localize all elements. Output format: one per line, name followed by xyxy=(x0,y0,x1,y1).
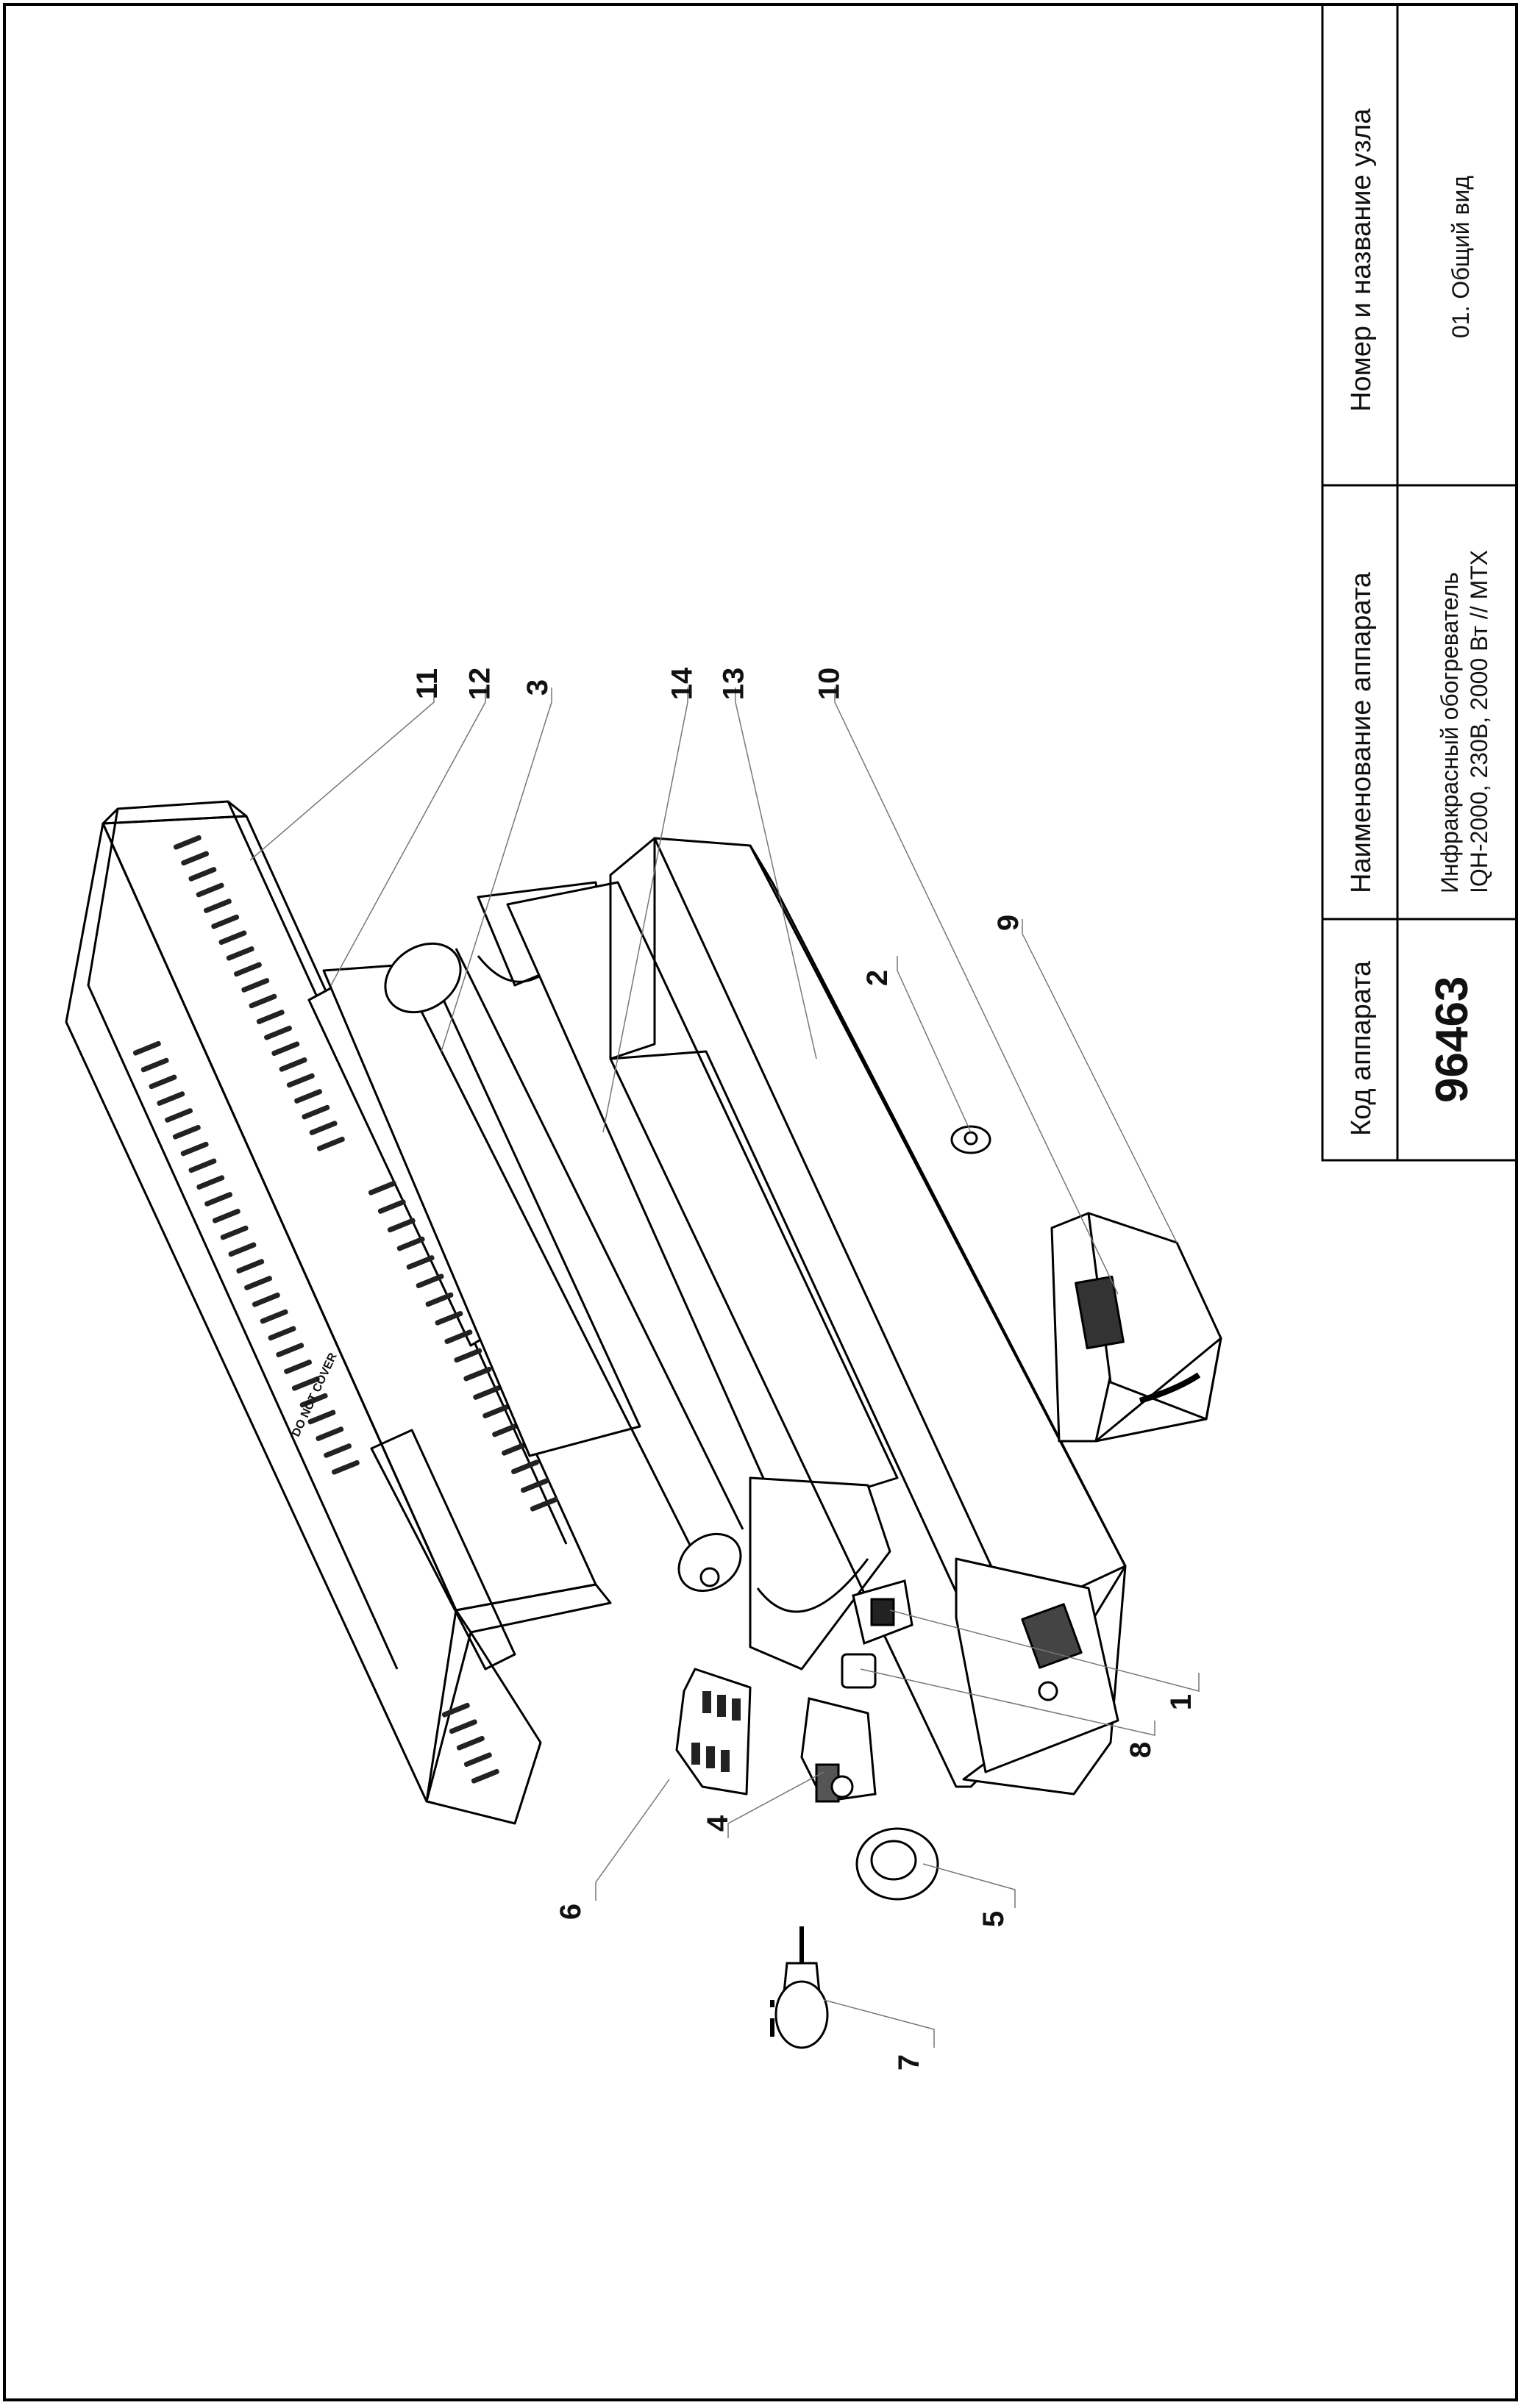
title-block-frame xyxy=(1321,3,1518,1162)
knob-part xyxy=(855,1827,939,1901)
end-cap-part xyxy=(1050,1212,1222,1443)
code-header: Код аппарата xyxy=(1346,960,1377,1136)
callout-5: 5 xyxy=(977,1910,1011,1928)
callout-12: 12 xyxy=(463,667,496,701)
callout-11: 11 xyxy=(411,668,444,700)
callout-13: 13 xyxy=(717,667,750,701)
callout-8: 8 xyxy=(1125,1741,1158,1759)
device-code: 96463 xyxy=(1427,976,1478,1103)
device-name-line1: Инфракрасный обогреватель xyxy=(1436,572,1463,893)
callout-3: 3 xyxy=(521,679,555,696)
callout-6: 6 xyxy=(555,1903,588,1921)
heating-tube-part xyxy=(384,942,744,1593)
sheet-frame xyxy=(3,3,1518,2401)
callout-2: 2 xyxy=(861,969,894,987)
indicator-lamp-part xyxy=(841,1653,877,1689)
top-cover-vent-slots xyxy=(132,835,558,1784)
power-plug-part xyxy=(770,1926,829,2049)
callout-1: 1 xyxy=(1165,1693,1198,1711)
thermostat-part xyxy=(950,1125,991,1154)
unit-value: 01. Общий вид xyxy=(1447,175,1474,338)
callout-10: 10 xyxy=(813,667,846,701)
rotary-control-part xyxy=(800,1697,877,1803)
callout-7: 7 xyxy=(893,2054,926,2071)
housing-part xyxy=(477,837,1127,1796)
callout-9: 9 xyxy=(992,914,1025,932)
terminal-comb-part xyxy=(675,1668,752,1796)
device-name-line2: IQH-2000, 230В, 2000 Вт // MTX xyxy=(1466,549,1492,893)
device-header: Наименование аппарата xyxy=(1346,572,1377,893)
callout-4: 4 xyxy=(702,1815,735,1832)
callout-14: 14 xyxy=(666,667,699,701)
unit-header: Номер и название узла xyxy=(1346,108,1377,412)
leader-lines xyxy=(249,687,1200,2048)
switch-part xyxy=(852,1579,913,1646)
